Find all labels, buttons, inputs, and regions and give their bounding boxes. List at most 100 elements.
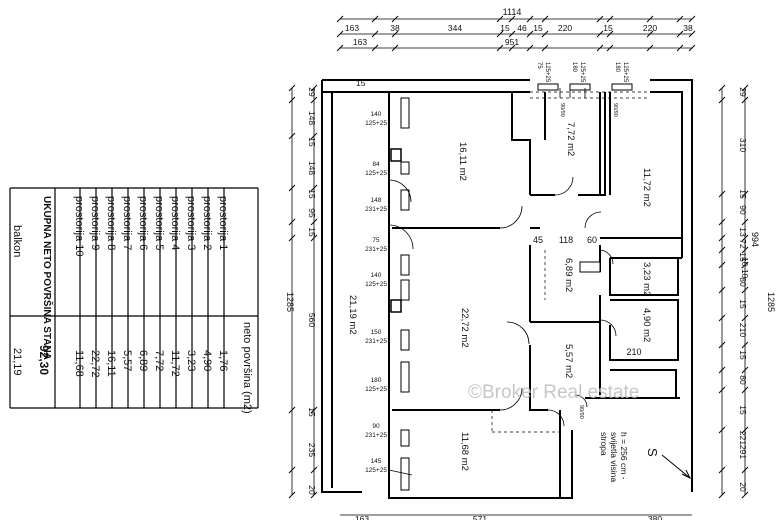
tick-mark bbox=[310, 132, 318, 140]
table-row-name: prostorija 2 bbox=[201, 196, 213, 250]
dim-right-chain-value: 15 bbox=[738, 350, 748, 360]
dim-left-chain-value: 29 bbox=[307, 87, 317, 97]
dim-left-chain-value: 148 bbox=[307, 111, 317, 125]
dim-top-chain-value: 15 bbox=[500, 23, 510, 33]
area-table: neto površina (m2) prostorija 11,76prost… bbox=[9, 187, 259, 414]
table-row-value: 11,72 bbox=[169, 350, 181, 377]
dim-left-chain-value: 20 bbox=[307, 485, 317, 495]
tick-mark bbox=[718, 218, 726, 226]
dim-top-chain-value: 163 bbox=[345, 23, 359, 33]
tick-mark bbox=[741, 314, 749, 322]
window-size-top: 140 bbox=[371, 111, 382, 118]
tick-mark bbox=[508, 30, 516, 38]
table-row-value: 11,68 bbox=[73, 350, 85, 377]
dim-left-chain-value: 15 bbox=[307, 227, 317, 237]
tick-mark bbox=[718, 366, 726, 374]
stair-hatch bbox=[559, 88, 586, 98]
dim-top-total: 1114 bbox=[503, 7, 522, 17]
dim-bottom-chain-value: 380 bbox=[648, 514, 662, 520]
door-swings bbox=[388, 176, 617, 476]
tick-mark bbox=[718, 261, 726, 269]
dashed-guides bbox=[491, 91, 650, 433]
dim-top-chain-value: 220 bbox=[558, 23, 572, 33]
tick-mark bbox=[596, 15, 604, 23]
room-area-label: 21,19 m2 bbox=[347, 295, 358, 335]
tick-mark bbox=[288, 96, 296, 104]
window-size-top: 84 bbox=[372, 161, 380, 168]
tick-mark bbox=[310, 466, 318, 474]
dim-left-chain-value: 148 bbox=[307, 161, 317, 175]
small-door-label: 90/90 bbox=[578, 405, 584, 419]
window-size-bottom: 125+25 bbox=[365, 120, 387, 127]
inner-dim-label: 210 bbox=[626, 347, 641, 357]
tick-mark bbox=[496, 44, 504, 52]
table-row-name: prostorija 4 bbox=[169, 196, 181, 250]
tick-mark bbox=[288, 84, 296, 92]
table-header: neto površina (m2) bbox=[241, 322, 253, 414]
tick-mark bbox=[596, 30, 604, 38]
dim-top-chain-value: 46 bbox=[517, 23, 527, 33]
tick-mark bbox=[336, 44, 344, 52]
room-area-label: 3,23 m2 bbox=[641, 262, 652, 296]
tick-mark bbox=[508, 44, 516, 52]
dimension-lines bbox=[291, 18, 746, 516]
table-row-name: prostorija 8 bbox=[105, 196, 117, 250]
tick-mark bbox=[688, 15, 696, 23]
table-row-name: prostorija 9 bbox=[89, 196, 101, 250]
window-size-top: 140 bbox=[371, 272, 382, 279]
tick-mark bbox=[310, 406, 318, 414]
table-row-value: 22,72 bbox=[89, 350, 101, 378]
tick-mark bbox=[310, 184, 318, 192]
compass-letter: S bbox=[645, 448, 660, 457]
tick-mark bbox=[741, 261, 749, 269]
tick-mark bbox=[541, 15, 549, 23]
tick-mark bbox=[541, 30, 549, 38]
dim-left-chain-value: 15 bbox=[307, 189, 317, 199]
tick-mark bbox=[596, 44, 604, 52]
tick-mark bbox=[718, 246, 726, 254]
tick-mark bbox=[336, 30, 344, 38]
tick-mark bbox=[310, 218, 318, 226]
tick-mark bbox=[718, 314, 726, 322]
dim-right-small: 10,10 bbox=[740, 257, 750, 279]
tick-mark bbox=[646, 30, 654, 38]
dim-right-chain-value: 80 bbox=[738, 277, 748, 287]
dim-top-chain-value: 15 bbox=[533, 23, 543, 33]
table-row-value: 6,89 bbox=[137, 350, 149, 371]
inner-dim-label: 60 bbox=[587, 235, 597, 245]
room-area-label: 16,11 m2 bbox=[457, 142, 468, 181]
room-area-label: 5,57 m2 bbox=[563, 344, 574, 378]
dim-right-chain-value: 291 bbox=[738, 445, 748, 459]
window-size-bottom: 231+25 bbox=[365, 246, 387, 253]
tick-mark bbox=[741, 96, 749, 104]
left-windows bbox=[400, 97, 410, 491]
small-door-label: 90/90 bbox=[559, 103, 565, 117]
dim-right-chain-value: 15 bbox=[738, 252, 748, 262]
tick-mark bbox=[288, 466, 296, 474]
window-size-bottom: 231+25 bbox=[365, 338, 387, 345]
tick-mark bbox=[541, 44, 549, 52]
dim-top-left-small: 15 bbox=[356, 78, 366, 88]
dim-bottom-chain-value: 571 bbox=[473, 514, 487, 520]
dim-right-chain-value: 20 bbox=[738, 482, 748, 492]
table-row-value: 3,23 bbox=[185, 350, 197, 371]
tick-mark bbox=[718, 491, 726, 499]
watermark: ©Broker Real estate bbox=[468, 382, 639, 403]
tick-mark bbox=[288, 184, 296, 192]
dim-top-second-value: 951 bbox=[505, 37, 519, 47]
tick-mark bbox=[741, 491, 749, 499]
dim-right-chain-value: 15 bbox=[738, 405, 748, 415]
window-size-bottom: 125+25 bbox=[365, 386, 387, 393]
dim-left-chain-value: 15 bbox=[307, 407, 317, 417]
table-row-name: prostorija 7 bbox=[121, 196, 133, 250]
tick-mark bbox=[741, 234, 749, 242]
tick-mark bbox=[676, 44, 684, 52]
dim-right-chain-value: 80 bbox=[738, 375, 748, 385]
dim-right-chain-value: 90 bbox=[738, 205, 748, 215]
tick-mark bbox=[310, 84, 318, 92]
dim-top-chain-value: 15 bbox=[603, 23, 613, 33]
dim-left-chain-value: 95 bbox=[307, 208, 317, 218]
tick-mark bbox=[676, 15, 684, 23]
tick-mark bbox=[526, 44, 534, 52]
tick-mark bbox=[741, 386, 749, 394]
